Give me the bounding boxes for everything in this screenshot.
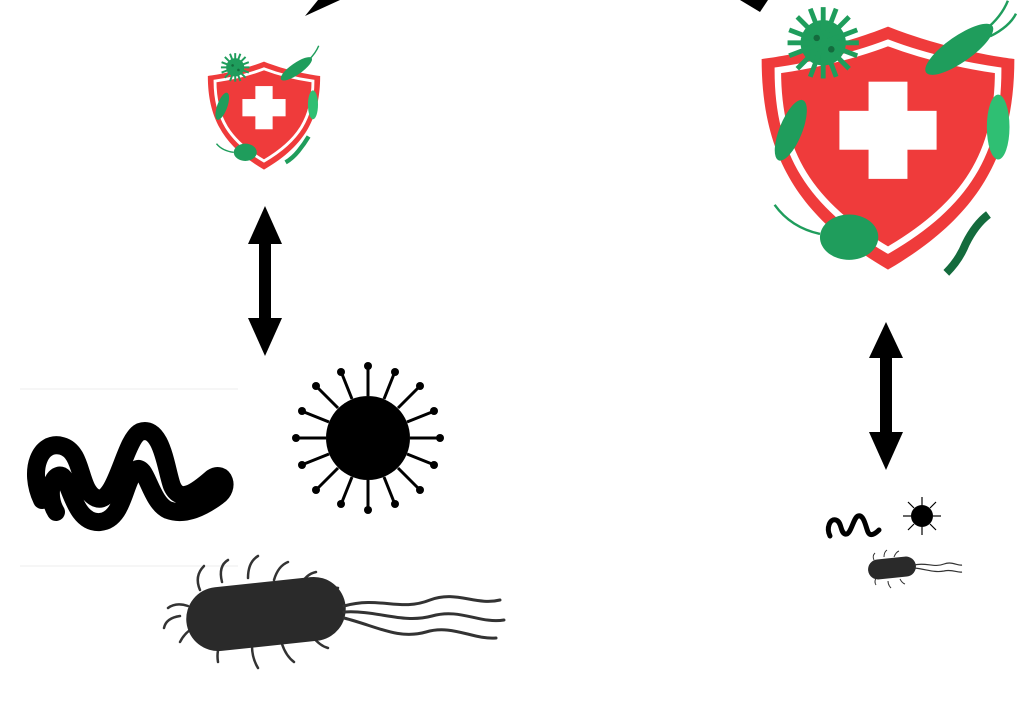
virus-icon	[292, 362, 444, 514]
left-pathogen-group	[20, 362, 504, 668]
top-left-arrowhead	[305, 0, 340, 16]
bacterium-icon	[164, 556, 504, 668]
worm-small-icon	[828, 516, 879, 536]
left-double-arrow-icon	[248, 206, 282, 356]
top-right-arrowhead	[740, 0, 768, 12]
right-shield-icon	[762, 1, 1016, 273]
left-shield-icon	[208, 46, 320, 170]
right-pathogen-group	[828, 497, 962, 588]
bacterium-small-icon	[867, 550, 962, 588]
virus-small-icon	[903, 497, 941, 535]
worm-icon	[36, 431, 225, 522]
right-double-arrow-icon	[869, 322, 903, 470]
